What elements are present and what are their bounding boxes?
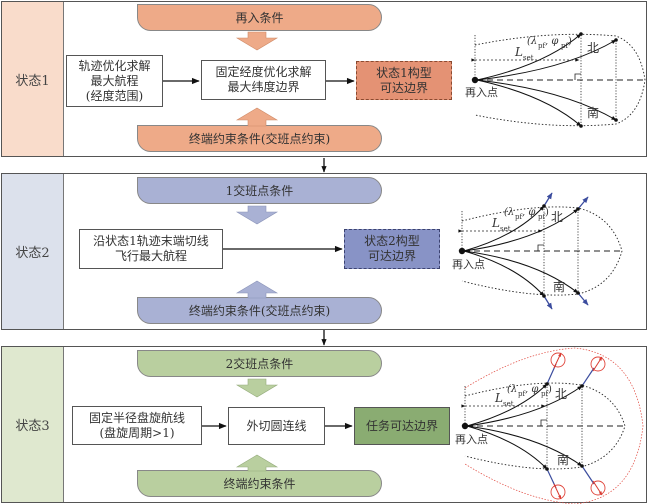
phi-sub: pf [561, 42, 569, 50]
state3-down-block-arrow [235, 378, 279, 398]
red-loiter-circle [550, 484, 566, 500]
state1-result-box: 状态1构型 可达边界 [356, 61, 452, 100]
blue-arrow [543, 192, 553, 207]
blue-arrow [543, 295, 553, 310]
coords-label-open: (λ [527, 36, 537, 47]
state1-up-block-arrow [235, 107, 279, 127]
coords-label-open: (λ [504, 207, 514, 218]
north-label: 北 [551, 210, 563, 224]
state2-reachable-figure: 北 南 再入点 L set (λ pf , φ pf ) [452, 192, 623, 310]
phi-sub: pf [538, 213, 546, 221]
state3-result-box: 任务可达边界 [354, 407, 450, 445]
blue-arrow [577, 196, 589, 210]
phi-sub: pf [541, 390, 549, 398]
entry-point-label: 再入点 [452, 258, 485, 271]
state2-label: 状态2 [2, 174, 64, 329]
state3-up-block-arrow [235, 454, 279, 472]
entry-point-label: 再入点 [465, 86, 498, 99]
L-set-sub: set [500, 225, 511, 233]
state1-label: 状态1 [2, 2, 64, 156]
state2-top-condition: 1交班点条件 [137, 177, 382, 204]
state2-bottom-condition: 终端约束条件(交班点约束) [137, 297, 382, 324]
state3-middle-box: 外切圆连线 [228, 407, 325, 445]
state1-reachable-figure: 北 南 再入点 L set (λ pf , φ pf ) [465, 32, 646, 128]
phi-label: , φ [525, 384, 538, 395]
red-loiter-circle [590, 480, 606, 496]
outer-red-boundary [464, 347, 644, 504]
coords-close: ) [548, 384, 552, 395]
state1-middle-box: 固定经度优化求解 最大纬度边界 [201, 60, 326, 100]
state2-result-box: 状态2构型 可达边界 [344, 229, 440, 269]
state1-top-condition: 再入条件 [137, 4, 382, 31]
red-loiter-circle [590, 356, 606, 372]
south-label: 南 [557, 452, 569, 467]
lambda-sub: pf [518, 390, 526, 398]
state3-top-condition: 2交班点条件 [137, 350, 382, 377]
blue-arrow [577, 292, 589, 306]
state1-bottom-condition: 终端约束条件(交班点约束) [137, 125, 382, 152]
state3-left-box: 固定半径盘旋航线 (盘旋周期>1) [72, 406, 202, 445]
state1-down-block-arrow [235, 31, 279, 51]
state2-left-box: 沿状态1轨迹末端切线 飞行最大航程 [79, 229, 223, 269]
state3-bottom-condition: 终端约束条件 [137, 470, 382, 497]
L-set-label: L [514, 45, 523, 59]
coords-close: ) [545, 207, 549, 218]
lambda-sub: pf [538, 42, 546, 50]
L-set-label: L [494, 391, 503, 405]
north-label: 北 [587, 41, 599, 55]
entry-point-label: 再入点 [455, 433, 488, 446]
north-label: 北 [555, 387, 567, 401]
lambda-sub: pf [515, 213, 523, 221]
state2-up-block-arrow [235, 280, 279, 299]
red-loiter-circle [550, 352, 566, 368]
state3-label: 状态3 [2, 347, 64, 502]
coords-label-open: (λ [507, 384, 517, 395]
L-set-label: L [491, 216, 500, 230]
L-set-sub: set [523, 54, 534, 62]
state1-left-box: 轨迹优化求解 最大航程 (经度范围) [66, 55, 163, 107]
south-label: 南 [587, 105, 599, 120]
phi-label: , φ [545, 36, 558, 47]
phi-label: , φ [522, 207, 535, 218]
south-label: 南 [553, 279, 565, 294]
state2-down-block-arrow [235, 205, 279, 225]
L-set-sub: set [503, 400, 514, 408]
coords-close: ) [568, 36, 572, 47]
state3-reachable-figure: 北 南 再入点 L set (λ pf , φ pf ) [455, 347, 644, 504]
